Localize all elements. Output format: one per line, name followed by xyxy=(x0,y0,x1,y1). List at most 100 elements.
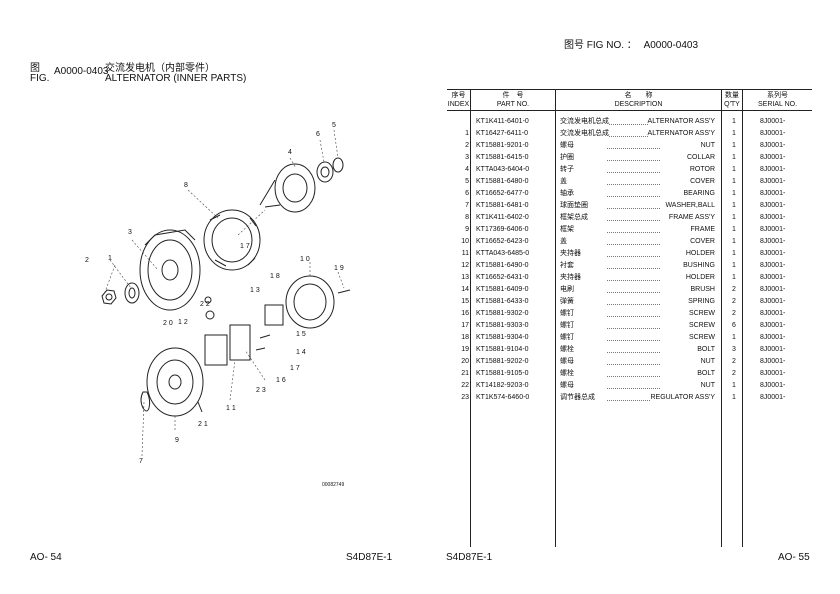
row-name-cn: 螺钉 xyxy=(560,320,574,332)
row-qty: 1 xyxy=(732,190,736,197)
callout-14: 1 4 xyxy=(296,349,306,356)
leader-dots xyxy=(607,332,660,341)
row-serial: 8J0001- xyxy=(760,178,786,185)
row-name-cn: 夹持器 xyxy=(560,272,581,284)
row-part-no: KT1K411-6401-0 xyxy=(476,118,529,125)
rotor xyxy=(274,163,316,213)
row-name-en: BOLT xyxy=(697,368,715,380)
row-qty: 2 xyxy=(732,358,736,365)
row-name-cn: 螺钉 xyxy=(560,308,574,320)
exploded-diagram: 1 2 3 4 5 6 7 8 9 1 0 1 1 1 2 1 3 1 4 1 … xyxy=(85,122,351,488)
row-serial: 8J0001- xyxy=(760,346,786,353)
row-serial: 8J0001- xyxy=(760,286,786,293)
row-name-en: FRAME ASS'Y xyxy=(668,212,715,224)
row-qty: 1 xyxy=(732,250,736,257)
row-index: 6 xyxy=(465,190,469,197)
row-qty: 3 xyxy=(732,346,736,353)
row-part-no: KT1K411-6402-0 xyxy=(476,214,529,221)
row-part-no: KT15881-9104-0 xyxy=(476,346,529,353)
row-name-en: BRUSH xyxy=(690,284,715,296)
row-index: 2 xyxy=(465,142,469,149)
callout-18: 1 8 xyxy=(270,273,280,280)
diagram-code: 00082749 xyxy=(322,482,344,488)
row-part-no: KT15881-9304-0 xyxy=(476,334,529,341)
leader-dots xyxy=(607,248,660,257)
callout-19: 1 9 xyxy=(334,265,344,272)
leader-dots xyxy=(607,296,660,305)
row-index: 8 xyxy=(465,214,469,221)
leader-dots xyxy=(607,176,660,185)
row-index: 15 xyxy=(461,298,469,305)
leader-dots xyxy=(607,188,660,197)
row-index: 23 xyxy=(461,394,469,401)
row-name-cn: 框架总成 xyxy=(560,212,588,224)
row-qty: 2 xyxy=(732,298,736,305)
leader-dots xyxy=(607,152,660,161)
row-serial: 8J0001- xyxy=(760,370,786,377)
row-serial: 8J0001- xyxy=(760,250,786,257)
row-index: 9 xyxy=(465,226,469,233)
row-serial: 8J0001- xyxy=(760,190,786,197)
callout-23: 2 3 xyxy=(256,387,266,394)
row-qty: 6 xyxy=(732,322,736,329)
row-part-no: KTTA043-6485-0 xyxy=(476,250,530,257)
row-qty: 1 xyxy=(732,262,736,269)
title-cn: 交流发电机（内部零件） xyxy=(105,63,215,74)
right-model: S4D87E-1 xyxy=(446,552,493,563)
left-model: S4D87E-1 xyxy=(346,552,393,563)
row-index: 21 xyxy=(461,370,469,377)
leader-dots xyxy=(607,224,660,233)
row-qty: 1 xyxy=(732,334,736,341)
row-name-cn: 轴承 xyxy=(560,188,574,200)
row-name-en: HOLDER xyxy=(685,272,715,284)
rear-frame xyxy=(139,229,201,311)
row-part-no: KT14182-9203-0 xyxy=(476,382,529,389)
row-name-en: COVER xyxy=(690,176,715,188)
callout-3: 3 xyxy=(128,229,132,236)
row-serial: 8J0001- xyxy=(760,394,786,401)
leader-dots xyxy=(607,128,660,137)
row-part-no: KT15881-6409-0 xyxy=(476,286,529,293)
row-qty: 1 xyxy=(732,178,736,185)
row-index: 22 xyxy=(461,382,469,389)
leader-dots xyxy=(607,368,660,377)
title-en: ALTERNATOR (INNER PARTS) xyxy=(105,73,247,84)
row-name-en: REGULATOR ASS'Y xyxy=(650,392,715,404)
row-serial: 8J0001- xyxy=(760,310,786,317)
row-part-no: KT16652-6477-0 xyxy=(476,190,529,197)
leader-dots xyxy=(607,284,660,293)
row-index: 19 xyxy=(461,346,469,353)
row-index: 7 xyxy=(465,202,469,209)
callout-1: 1 xyxy=(108,255,112,262)
row-name-en: COVER xyxy=(690,236,715,248)
row-part-no: KT15881-6481-0 xyxy=(476,202,529,209)
row-part-no: KT15881-6480-0 xyxy=(476,178,529,185)
leader-dots xyxy=(607,344,660,353)
row-name-cn: 调节器总成 xyxy=(560,392,595,404)
callout-20: 2 0 xyxy=(163,320,173,327)
fig-label-cn: 图 xyxy=(30,63,40,74)
row-part-no: KT15881-9302-0 xyxy=(476,310,529,317)
row-name-cn: 球面垫圈 xyxy=(560,200,588,212)
callout-21: 2 1 xyxy=(198,421,208,428)
fig-number-value: A0000-0403 xyxy=(643,40,699,51)
row-name-cn: 弹簧 xyxy=(560,296,574,308)
col-qty: 数量 Q'TY xyxy=(724,92,740,108)
row-index: 16 xyxy=(461,310,469,317)
row-index: 10 xyxy=(461,238,469,245)
fig-number-label: 图号 FIG NO. ： xyxy=(564,40,637,51)
row-qty: 1 xyxy=(732,142,736,149)
row-qty: 1 xyxy=(732,118,736,125)
row-qty: 1 xyxy=(732,238,736,245)
row-name-en: ALTERNATOR ASS'Y xyxy=(647,128,715,140)
